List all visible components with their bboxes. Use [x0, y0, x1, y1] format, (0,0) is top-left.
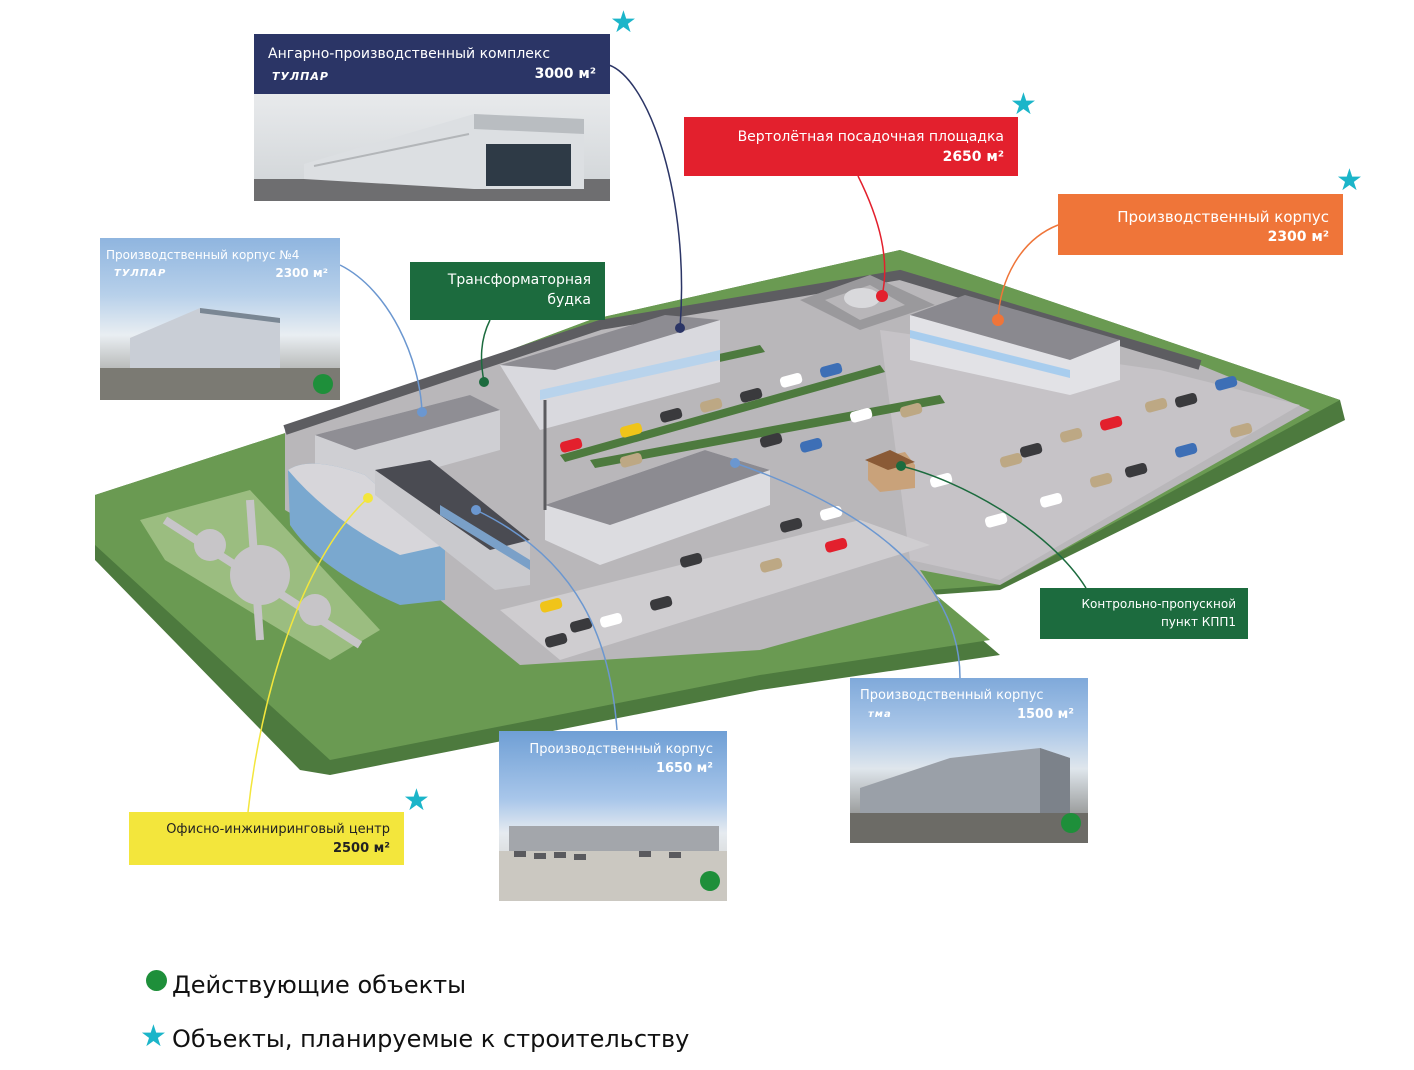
- tulpar-logo: ТУЛПАР: [272, 70, 329, 83]
- prod1650-area: 1650 м²: [655, 761, 713, 776]
- legend-active-text: Действующие объекты: [172, 971, 467, 999]
- prod1650-card: Производственный корпус 1650 м²: [499, 731, 727, 901]
- heliport-title: Вертолётная посадочная площадка: [737, 129, 1004, 145]
- prod4-area: 2300 м²: [275, 266, 328, 280]
- active-dot-icon: [1061, 813, 1081, 833]
- planned-star-icon: ★: [1336, 163, 1363, 198]
- callout-lines: [247, 64, 1087, 813]
- prod1650-title: Производственный корпус: [529, 742, 713, 757]
- parking-right: [880, 330, 1300, 580]
- prod1500-title: Производственный корпус: [860, 688, 1044, 703]
- active-dot-icon: [700, 871, 720, 891]
- callout-anchors: [363, 290, 1004, 515]
- planned-star-icon: ★: [1010, 87, 1037, 122]
- active-dot-icon: [313, 374, 333, 394]
- heliport-area: 2650 м²: [942, 149, 1004, 165]
- prod-orange-title: Производственный корпус: [1117, 208, 1329, 226]
- office-title: Офисно-инжиниринговый центр: [166, 822, 390, 837]
- prod4-card: Производственный корпус №4 ТУЛПАР 2300 м…: [100, 238, 340, 400]
- hangar-area: 3000 м²: [534, 66, 596, 82]
- heliport-label: Вертолётная посадочная площадка 2650 м²: [684, 117, 1018, 176]
- office-label: Офисно-инжиниринговый центр 2500 м²: [129, 812, 404, 865]
- transformer-line1: Трансформаторная: [447, 272, 591, 288]
- office-area: 2500 м²: [332, 841, 390, 856]
- legend-planned-icon: ★: [140, 1019, 167, 1054]
- prod1500-area: 1500 м²: [1016, 707, 1074, 722]
- legend-planned-text: Объекты, планируемые к строительству: [172, 1025, 690, 1053]
- parked-cars: [539, 362, 1253, 648]
- prod-orange-area: 2300 м²: [1267, 229, 1329, 245]
- hangar-title: Ангарно-производственный комплекс: [268, 46, 551, 62]
- prod4-title: Производственный корпус №4: [106, 248, 300, 262]
- prod1500-card: Производственный корпус тма 1500 м²: [850, 678, 1088, 843]
- checkpoint-line2: пункт КПП1: [1160, 615, 1236, 629]
- transformer-line2: будка: [547, 292, 591, 308]
- tma-logo: тма: [868, 709, 892, 720]
- planned-star-icon: ★: [610, 5, 637, 40]
- planned-star-icon: ★: [403, 783, 430, 818]
- legend-active-icon: [146, 970, 167, 991]
- hangar-label: Ангарно-производственный комплекс ТУЛПАР…: [254, 34, 610, 94]
- checkpoint-label: Контрольно-пропускной пункт КПП1: [1040, 588, 1248, 639]
- hangar-photo: [254, 94, 610, 201]
- tulpar-logo: ТУЛПАР: [114, 268, 167, 279]
- checkpoint-line1: Контрольно-пропускной: [1081, 597, 1237, 611]
- transformer-label: Трансформаторная будка: [410, 262, 605, 320]
- prod-orange-label: Производственный корпус 2300 м²: [1058, 194, 1343, 255]
